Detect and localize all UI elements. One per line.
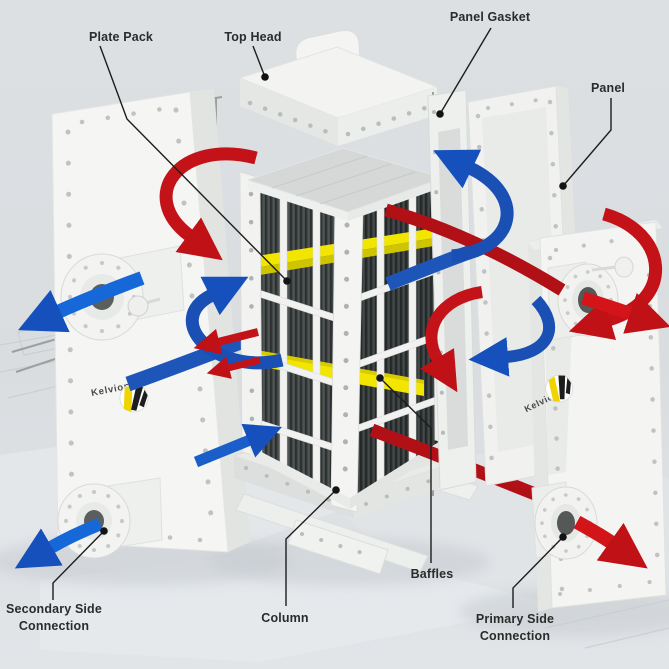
label-panel-text: Panel	[590, 81, 626, 95]
leader-secondary-side	[52, 530, 105, 600]
label-primary-line2: Connection	[479, 629, 551, 643]
label-plate-pack: Plate Pack	[89, 29, 153, 46]
secondary-panel: Kelvion	[51, 89, 250, 559]
leader-plate-pack	[99, 45, 288, 282]
label-top-head-text: Top Head	[224, 30, 282, 44]
pack-top-mesh	[271, 155, 416, 205]
primary-small-arrow-1	[193, 328, 259, 355]
label-column-text: Column	[261, 611, 309, 625]
brand-logo-right: Kelvion	[523, 374, 574, 414]
top-head	[238, 30, 439, 146]
primary-outlet-arrow-lower	[573, 515, 648, 569]
secondary-base-arrow	[193, 423, 282, 468]
leader-panel-gasket	[439, 27, 492, 115]
leader-top-head	[252, 45, 266, 78]
primary-outlet-arrow-upper	[581, 291, 669, 334]
primary-curl-arrow-top-left	[159, 147, 258, 261]
label-primary-side-connection: Primary Side Connection	[476, 611, 554, 645]
leader-baffles	[379, 377, 432, 563]
leader-panel	[562, 98, 612, 187]
label-secondary-line2: Connection	[18, 619, 90, 633]
leader-primary-side	[512, 536, 564, 608]
flow-arrows	[14, 147, 669, 569]
column	[330, 199, 364, 513]
label-panel: Panel	[591, 80, 625, 97]
label-top-head: Top Head	[224, 29, 281, 46]
secondary-curve-arrow-right-top	[433, 149, 514, 263]
primary-small-arrow-2	[206, 356, 261, 379]
label-secondary-side-connection: Secondary Side Connection	[6, 601, 102, 635]
label-primary-line1: Primary Side	[475, 612, 555, 626]
leader-dots	[100, 73, 567, 541]
label-panel-gasket: Panel Gasket	[450, 9, 530, 26]
secondary-outlet-arrow-lower	[14, 517, 103, 569]
label-baffles: Baffles	[411, 566, 454, 583]
leader-lines	[52, 27, 612, 608]
label-plate-pack-text: Plate Pack	[88, 30, 154, 44]
label-panel-gasket-text: Panel Gasket	[449, 10, 531, 24]
label-column: Column	[261, 610, 308, 627]
label-baffles-text: Baffles	[410, 567, 454, 581]
primary-curve-arrow-right-mid	[419, 286, 484, 393]
label-secondary-line1: Secondary Side	[6, 602, 102, 616]
secondary-curve-arrow-right-mid	[468, 295, 556, 377]
secondary-outlet-arrow-upper	[18, 271, 145, 333]
leader-column	[285, 489, 337, 606]
